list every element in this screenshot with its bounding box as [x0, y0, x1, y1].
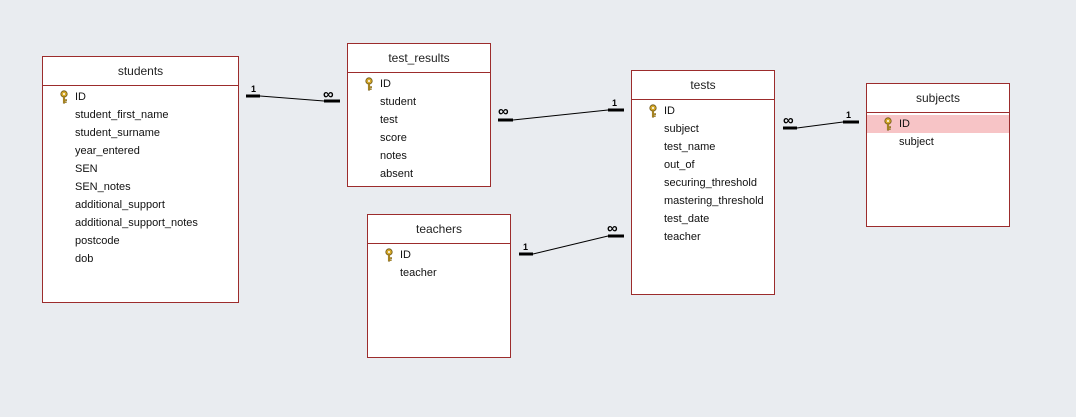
- field-name: student: [380, 96, 417, 108]
- field-name: ID: [664, 105, 675, 117]
- field-name: subject: [899, 136, 934, 148]
- table-teachers[interactable]: teachers ID teacher: [367, 214, 511, 358]
- field-item[interactable]: mastering_threshold: [632, 192, 774, 210]
- field-item[interactable]: SEN_notes: [43, 178, 238, 196]
- field-item[interactable]: ID: [348, 75, 490, 93]
- relationship-label-one: 1: [612, 98, 617, 108]
- table-title[interactable]: test_results: [348, 44, 490, 73]
- field-item[interactable]: teacher: [368, 264, 510, 282]
- field-name: student_surname: [75, 127, 160, 139]
- field-name: ID: [75, 91, 86, 103]
- field-name: ID: [380, 78, 391, 90]
- field-item[interactable]: ID: [368, 246, 510, 264]
- primary-key-icon: [384, 248, 394, 262]
- field-name: test_name: [664, 141, 716, 153]
- relationship-test-results-tests[interactable]: ∞ 1: [498, 98, 624, 122]
- field-name: ID: [899, 118, 910, 130]
- table-title[interactable]: teachers: [368, 215, 510, 244]
- field-item[interactable]: score: [348, 129, 490, 147]
- field-item[interactable]: student: [348, 93, 490, 111]
- field-item[interactable]: ID: [43, 88, 238, 106]
- field-item[interactable]: subject: [632, 120, 774, 138]
- field-name: dob: [75, 253, 94, 265]
- field-item-selected[interactable]: ID: [867, 115, 1009, 133]
- field-item[interactable]: notes: [348, 147, 490, 165]
- table-test-results[interactable]: test_results ID student test score notes…: [347, 43, 491, 187]
- field-name: teacher: [400, 267, 437, 279]
- field-list: ID student test score notes absent: [348, 73, 490, 183]
- field-item[interactable]: securing_threshold: [632, 174, 774, 192]
- field-name: subject: [664, 123, 699, 135]
- relationship-label-many: ∞: [498, 103, 509, 120]
- primary-key-icon: [59, 90, 69, 104]
- field-item[interactable]: out_of: [632, 156, 774, 174]
- field-item[interactable]: teacher: [632, 228, 774, 246]
- field-item[interactable]: test_name: [632, 138, 774, 156]
- relationship-label-many: ∞: [607, 220, 618, 237]
- table-title[interactable]: subjects: [867, 84, 1009, 113]
- field-item[interactable]: SEN: [43, 160, 238, 178]
- field-name: ID: [400, 249, 411, 261]
- field-name: mastering_threshold: [664, 195, 764, 207]
- field-item[interactable]: absent: [348, 165, 490, 183]
- field-list: ID teacher: [368, 244, 510, 282]
- field-name: additional_support: [75, 199, 165, 211]
- field-name: notes: [380, 150, 407, 162]
- relationship-label-one: 1: [523, 242, 528, 252]
- field-name: SEN: [75, 163, 98, 175]
- table-subjects[interactable]: subjects ID subject: [866, 83, 1010, 227]
- table-students[interactable]: students ID student_first_name student_s…: [42, 56, 239, 303]
- relationship-label-many: ∞: [323, 86, 334, 103]
- relationship-teachers-tests[interactable]: 1 ∞: [519, 220, 624, 256]
- field-item[interactable]: student_first_name: [43, 106, 238, 124]
- field-item[interactable]: postcode: [43, 232, 238, 250]
- field-item[interactable]: test: [348, 111, 490, 129]
- table-title[interactable]: tests: [632, 71, 774, 100]
- relationship-tests-subjects[interactable]: ∞ 1: [783, 110, 859, 130]
- field-item[interactable]: subject: [867, 133, 1009, 151]
- field-item[interactable]: additional_support: [43, 196, 238, 214]
- table-title[interactable]: students: [43, 57, 238, 86]
- field-list: ID student_first_name student_surname ye…: [43, 86, 238, 268]
- relationship-label-many: ∞: [783, 112, 794, 129]
- field-name: student_first_name: [75, 109, 169, 121]
- field-name: out_of: [664, 159, 695, 171]
- field-item[interactable]: ID: [632, 102, 774, 120]
- table-tests[interactable]: tests ID subject test_name out_of securi…: [631, 70, 775, 295]
- field-name: test_date: [664, 213, 710, 225]
- field-list: ID subject test_name out_of securing_thr…: [632, 100, 774, 246]
- field-item[interactable]: test_date: [632, 210, 774, 228]
- field-name: securing_threshold: [664, 177, 757, 189]
- field-name: postcode: [75, 235, 120, 247]
- field-name: additional_support_notes: [75, 217, 198, 229]
- field-item[interactable]: year_entered: [43, 142, 238, 160]
- primary-key-icon: [648, 104, 658, 118]
- field-name: score: [380, 132, 407, 144]
- primary-key-icon: [883, 117, 893, 131]
- field-name: teacher: [664, 231, 701, 243]
- primary-key-icon: [364, 77, 374, 91]
- field-item[interactable]: additional_support_notes: [43, 214, 238, 232]
- field-name: SEN_notes: [75, 181, 131, 193]
- field-name: absent: [380, 168, 414, 180]
- field-name: test: [380, 114, 398, 126]
- field-list: ID subject: [867, 113, 1009, 151]
- relationship-students-test-results[interactable]: 1 ∞: [246, 84, 340, 103]
- field-name: year_entered: [75, 145, 140, 157]
- field-item[interactable]: dob: [43, 250, 238, 268]
- relationship-label-one: 1: [251, 84, 256, 94]
- field-item[interactable]: student_surname: [43, 124, 238, 142]
- relationship-label-one: 1: [846, 110, 851, 120]
